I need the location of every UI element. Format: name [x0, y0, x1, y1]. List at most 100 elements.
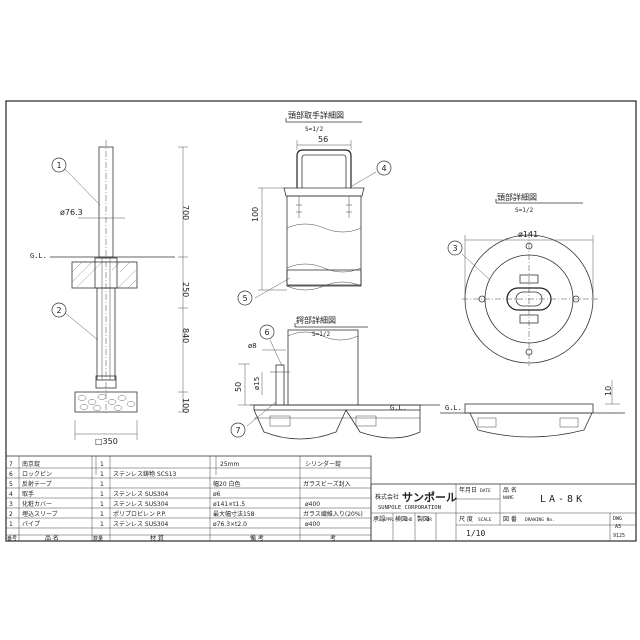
dim-56: 56 — [318, 135, 328, 144]
dim-100: 100 — [181, 398, 190, 413]
callout-2 — [51, 302, 67, 318]
head-handle-title: 頭部取手詳細図 — [288, 110, 344, 120]
head-plan-view — [461, 199, 598, 366]
svg-text:ステンレス鋳物 SCS13: ステンレス鋳物 SCS13 — [113, 470, 177, 478]
svg-text:ロックピン: ロックピン — [22, 471, 52, 478]
pipe-head — [286, 195, 362, 287]
svg-text:1: 1 — [100, 471, 104, 478]
svg-text:製図: 製図 — [417, 515, 429, 523]
callout-5-label: 5 — [242, 294, 247, 303]
svg-text:1: 1 — [100, 461, 104, 468]
svg-text:DR: DR — [427, 517, 432, 522]
pipe-lower — [287, 329, 359, 406]
svg-text:備 考: 備 考 — [250, 534, 264, 542]
embedded-sleeve — [96, 287, 116, 381]
company-prefix: 株式会社 — [375, 493, 399, 501]
bottom-title: 鍔部詳細図 — [296, 315, 336, 325]
svg-text:幅20 白色: 幅20 白色 — [213, 480, 241, 488]
gravel-base — [74, 391, 138, 413]
svg-text:25mm: 25mm — [220, 461, 239, 468]
svg-text:南京錠: 南京錠 — [22, 460, 40, 468]
product-code: LA-8K — [540, 494, 585, 505]
svg-text:SCALE: SCALE — [478, 517, 492, 523]
svg-text:反射テープ: 反射テープ — [22, 480, 52, 488]
dim-10: 10 — [604, 386, 613, 396]
svg-text:1: 1 — [100, 501, 104, 508]
svg-text:9125: 9125 — [613, 533, 625, 539]
svg-text:ガラス繊維入り(20%): ガラス繊維入り(20%) — [303, 510, 363, 518]
svg-text:ø400: ø400 — [305, 501, 320, 508]
svg-text:ø6: ø6 — [213, 491, 221, 498]
svg-text:A3: A3 — [615, 524, 621, 530]
callout-7-label: 7 — [235, 426, 240, 435]
head-handle-detail — [254, 118, 377, 299]
post-elevation — [50, 140, 188, 440]
svg-text:1: 1 — [100, 481, 104, 488]
dim-250: 250 — [181, 282, 190, 297]
dim-base: □350 — [95, 437, 118, 446]
svg-text:5: 5 — [9, 481, 13, 488]
company-name: サンポール — [402, 490, 457, 504]
callout-7 — [230, 422, 246, 438]
svg-text:7: 7 — [9, 461, 13, 468]
svg-text:シリンダー錠: シリンダー錠 — [305, 460, 341, 468]
parts-table — [5, 455, 372, 542]
svg-text:NAME: NAME — [503, 495, 514, 501]
svg-text:1: 1 — [100, 521, 104, 528]
ground-label-mid: G.L. — [390, 404, 407, 412]
svg-text:1: 1 — [100, 511, 104, 518]
dim-d15: ø15 — [253, 377, 261, 390]
svg-text:3: 3 — [9, 501, 13, 508]
svg-text:尺 度: 尺 度 — [459, 515, 473, 523]
callout-4-label: 4 — [381, 164, 386, 173]
svg-text:1: 1 — [9, 521, 13, 528]
callout-6 — [259, 324, 275, 340]
svg-text:パイプ: パイプ — [22, 521, 40, 528]
labels: 1 2 3 4 5 6 7 ø76.3 700 250 840 100 □350… — [30, 110, 613, 446]
svg-text:DRAWING No.: DRAWING No. — [525, 517, 555, 523]
svg-text:ガラスビーズ封入: ガラスビーズ封入 — [303, 480, 351, 488]
ground-label-right: G.L. — [445, 404, 462, 412]
svg-text:1: 1 — [100, 491, 104, 498]
lock-pin — [275, 364, 285, 406]
svg-text:材 質: 材 質 — [150, 534, 164, 542]
dim-50: 50 — [234, 382, 243, 392]
svg-text:番号: 番号 — [7, 535, 17, 542]
svg-text:ø141×t1.5: ø141×t1.5 — [213, 501, 245, 508]
dim-840: 840 — [181, 328, 190, 343]
flange-detail — [238, 323, 440, 440]
svg-text:4: 4 — [9, 491, 13, 498]
callout-3-label: 3 — [452, 244, 457, 253]
handle-plan — [506, 287, 552, 311]
svg-text:承認: 承認 — [373, 515, 385, 523]
title-block-text: 株式会社 サンポール SUNPOLE CORPORATION 年月日 DATE … — [373, 486, 625, 539]
dim-700: 700 — [181, 205, 190, 220]
company-en: SUNPOLE CORPORATION — [378, 505, 441, 511]
svg-text:品 名: 品 名 — [503, 486, 517, 494]
svg-text:APPR.: APPR. — [383, 517, 395, 522]
svg-text:検図: 検図 — [395, 515, 407, 523]
svg-text:ステンレス SUS304: ステンレス SUS304 — [113, 521, 169, 528]
svg-text:年月日: 年月日 — [459, 486, 477, 494]
title-block — [370, 483, 637, 542]
callout-4 — [376, 160, 392, 176]
handle — [296, 149, 352, 188]
svg-text:最大幅寸法158: 最大幅寸法158 — [213, 510, 255, 518]
svg-text:2: 2 — [9, 511, 13, 518]
svg-text:考: 考 — [330, 534, 336, 542]
svg-text:DATE: DATE — [480, 488, 491, 494]
head-handle-scale: S=1/2 — [305, 126, 323, 133]
svg-text:CHD: CHD — [405, 517, 413, 522]
scale-value: 1/10 — [466, 529, 485, 538]
dim-d8: ø8 — [248, 342, 257, 350]
svg-text:ポリプロピレン P.P.: ポリプロピレン P.P. — [113, 510, 166, 518]
svg-text:ステンレス SUS304: ステンレス SUS304 — [113, 491, 169, 498]
soil-block — [71, 261, 138, 289]
dim-handle-100: 100 — [251, 207, 260, 222]
svg-text:ø400: ø400 — [305, 521, 320, 528]
cover-elevation — [440, 380, 625, 438]
svg-text:化粧カバー: 化粧カバー — [22, 500, 52, 508]
svg-text:ø76.3×t2.0: ø76.3×t2.0 — [213, 521, 247, 528]
